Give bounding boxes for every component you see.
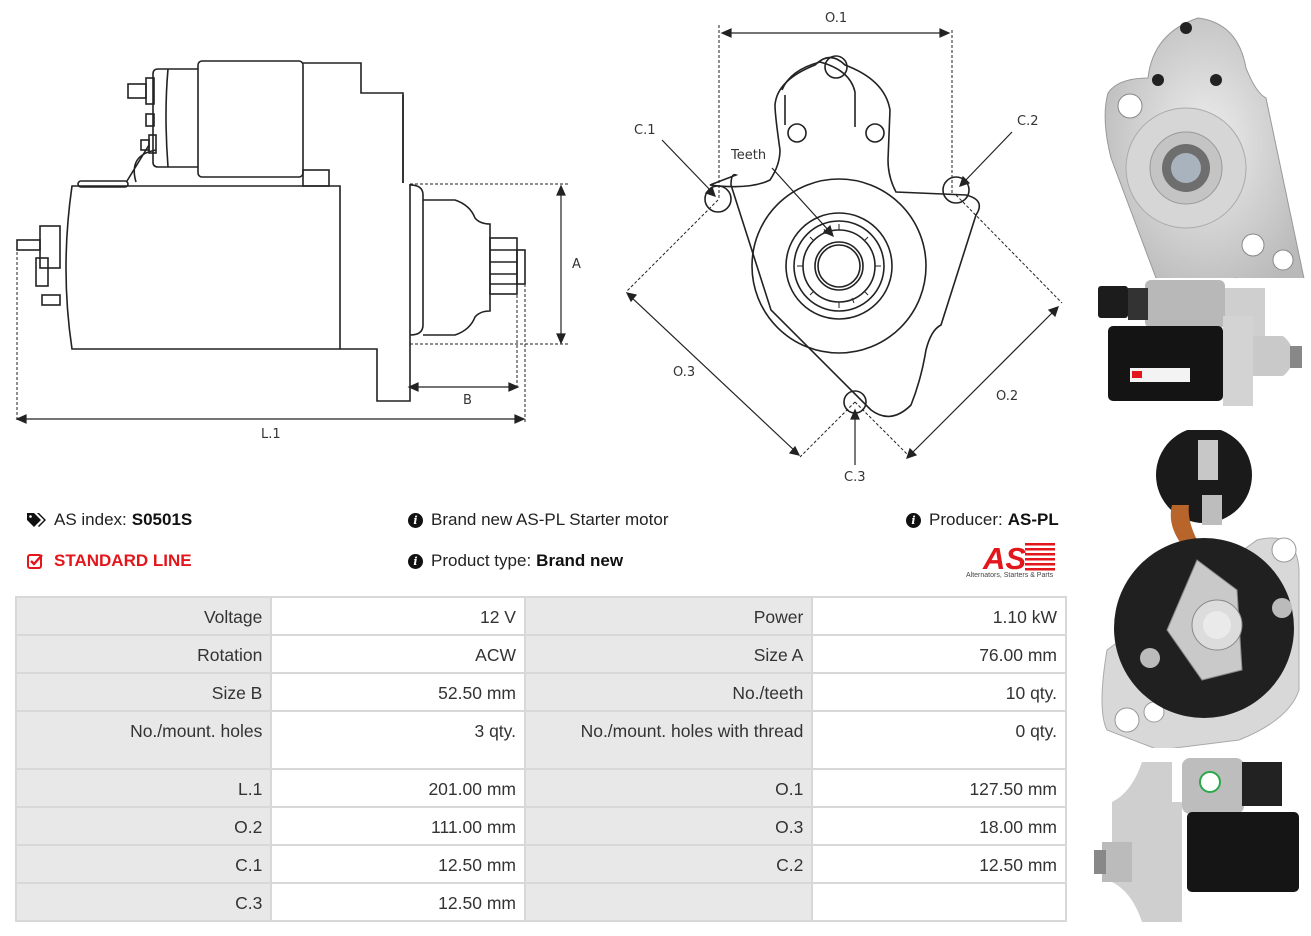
as-index-label: AS index: xyxy=(54,510,127,529)
side-view-diagram: A B L.1 xyxy=(15,60,581,442)
label-c3: C.3 xyxy=(844,470,865,485)
label-b: B xyxy=(463,393,472,408)
info-icon: i xyxy=(408,512,423,528)
spec-value: 12.50 mm xyxy=(272,846,524,882)
spec-value: 127.50 mm xyxy=(813,770,1065,806)
label-a: A xyxy=(572,257,581,272)
table-row: C.1 12.50 mm C.2 12.50 mm xyxy=(17,846,1065,882)
spec-value: 12.50 mm xyxy=(813,846,1065,882)
producer-value: AS-PL xyxy=(1007,510,1059,529)
spec-label: L.1 xyxy=(17,770,271,806)
spec-label: Voltage xyxy=(17,598,271,634)
table-row: Size B 52.50 mm No./teeth 10 qty. xyxy=(17,674,1065,710)
spec-label: O.3 xyxy=(525,808,812,844)
standard-line-badge: STANDARD LINE xyxy=(27,551,192,571)
table-row: No./mount. holes 3 qty. No./mount. holes… xyxy=(17,712,1065,768)
as-index: AS index: S0501S xyxy=(27,510,192,530)
spec-label: O.2 xyxy=(17,808,271,844)
producer: i Producer: AS-PL xyxy=(906,510,1059,530)
logo-text: AS xyxy=(982,541,1026,576)
spec-value: 12 V xyxy=(272,598,524,634)
spec-label: Rotation xyxy=(17,636,271,672)
table-row: C.3 12.50 mm xyxy=(17,884,1065,920)
label-l1: L.1 xyxy=(261,427,281,442)
as-pl-logo: AS xyxy=(982,541,1055,576)
label-o2: O.2 xyxy=(996,389,1018,404)
description: i Brand new AS-PL Starter motor xyxy=(408,510,668,530)
spec-value: 3 qty. xyxy=(272,712,524,768)
spec-label: C.3 xyxy=(17,884,271,920)
spec-value: 18.00 mm xyxy=(813,808,1065,844)
product-type-label: Product type: xyxy=(431,551,532,570)
logo-tagline: Alternators, Starters & Parts xyxy=(966,572,1054,579)
standard-line-text: STANDARD LINE xyxy=(54,551,192,570)
front-view-diagram: O.1 C.1 C.2 Teeth O.3 O.2 C.3 xyxy=(625,11,1063,485)
label-teeth: Teeth xyxy=(730,148,766,163)
label-o3: O.3 xyxy=(673,365,695,380)
table-row: O.2 111.00 mm O.3 18.00 mm xyxy=(17,808,1065,844)
description-text: Brand new AS-PL Starter motor xyxy=(431,510,669,529)
spec-value: 10 qty. xyxy=(813,674,1065,710)
info-icon: i xyxy=(906,512,921,528)
rear-view-photo[interactable] xyxy=(1092,430,1308,748)
front-view-photo[interactable] xyxy=(1088,8,1306,278)
label-o1: O.1 xyxy=(825,11,847,26)
spec-label: No./mount. holes xyxy=(17,712,271,768)
spec-label: Size B xyxy=(17,674,271,710)
spec-label: No./teeth xyxy=(525,674,812,710)
tags-icon xyxy=(27,513,46,527)
spec-value: ACW xyxy=(272,636,524,672)
spec-label: Power xyxy=(525,598,812,634)
side-view-photo[interactable] xyxy=(1090,276,1308,416)
table-row: Rotation ACW Size A 76.00 mm xyxy=(17,636,1065,672)
spec-value: 52.50 mm xyxy=(272,674,524,710)
producer-label: Producer: xyxy=(929,510,1003,529)
spec-label: O.1 xyxy=(525,770,812,806)
product-type-value: Brand new xyxy=(536,551,624,570)
table-row: L.1 201.00 mm O.1 127.50 mm xyxy=(17,770,1065,806)
info-icon: i xyxy=(408,553,423,569)
spec-table: Voltage 12 V Power 1.10 kW Rotation ACW … xyxy=(15,596,1067,922)
side-view-mirrored-photo[interactable] xyxy=(1092,752,1308,932)
spec-value: 76.00 mm xyxy=(813,636,1065,672)
label-c1: C.1 xyxy=(634,123,655,138)
spec-value: 12.50 mm xyxy=(272,884,524,920)
spec-label: C.2 xyxy=(525,846,812,882)
table-row: Voltage 12 V Power 1.10 kW xyxy=(17,598,1065,634)
spec-value xyxy=(813,884,1065,920)
spec-value: 1.10 kW xyxy=(813,598,1065,634)
as-index-value: S0501S xyxy=(131,510,193,529)
spec-value: 201.00 mm xyxy=(272,770,524,806)
spec-label: No./mount. holes with thread xyxy=(525,712,812,768)
spec-value: 111.00 mm xyxy=(272,808,524,844)
spec-label: Size A xyxy=(525,636,812,672)
spec-value: 0 qty. xyxy=(813,712,1065,768)
spec-label: C.1 xyxy=(17,846,271,882)
product-type: i Product type: Brand new xyxy=(408,551,623,571)
label-c2: C.2 xyxy=(1017,114,1038,129)
checkbox-checked-icon xyxy=(27,554,43,569)
spec-label xyxy=(525,884,812,920)
